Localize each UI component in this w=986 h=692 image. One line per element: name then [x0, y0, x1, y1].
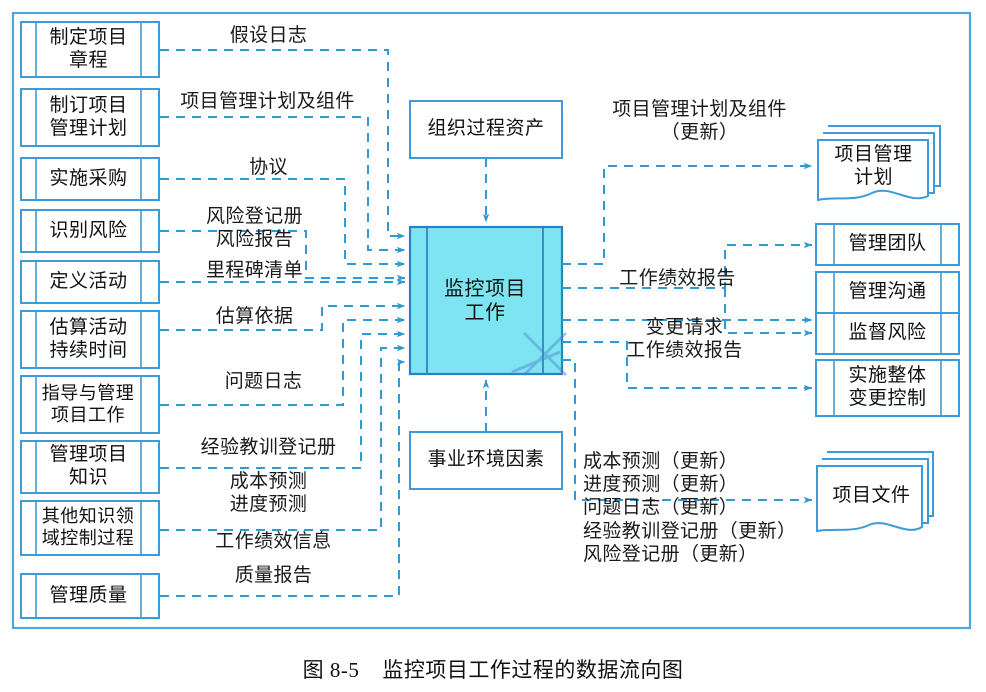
connector-o4 [724, 288, 813, 337]
connector-p2 [160, 116, 406, 254]
connector-p1 [160, 49, 406, 240]
flow-label-f9: 成本预测 进度预测 [229, 471, 308, 516]
output-box-o3 [815, 271, 960, 314]
connector-p8 [160, 330, 406, 469]
output-label-o2: 管理团队 [848, 233, 927, 255]
context-box-c2 [409, 431, 563, 490]
process-label-p4: 识别风险 [49, 219, 128, 241]
context-input-boxes [409, 100, 563, 490]
process-box-p10 [20, 573, 160, 619]
process-box-p3 [20, 157, 160, 201]
output-box-o5 [815, 359, 960, 417]
process-label-p10: 管理质量 [49, 584, 128, 606]
right-process-boxes [815, 223, 960, 417]
flow-label-f4: 风险登记册 风险报告 [205, 206, 303, 251]
connector-p3 [160, 178, 406, 268]
input-connectors [160, 49, 406, 597]
process-box-p2 [20, 88, 160, 147]
figure-frame [11, 11, 972, 630]
connector-o2 [562, 241, 813, 289]
output-flow-label-of2: 工作绩效报告 [619, 268, 736, 289]
connector-o1 [562, 162, 813, 265]
process-box-p8 [20, 440, 160, 494]
central-process-box [408, 225, 568, 377]
flow-label-f1: 假设日志 [229, 25, 308, 46]
process-label-p5: 定义活动 [49, 270, 128, 292]
context-label-c1: 组织过程资产 [427, 118, 545, 140]
connector-p7 [160, 316, 406, 406]
output-connectors [562, 162, 813, 504]
process-box-p4 [20, 209, 160, 253]
output-box-o4 [815, 312, 960, 355]
flow-label-f8: 经验教训登记册 [200, 437, 337, 458]
context-box-c1 [409, 100, 563, 159]
figure-caption: 图 8-5 监控项目工作过程的数据流向图 [302, 658, 684, 682]
connector-p10 [160, 358, 406, 597]
process-box-p5 [20, 260, 160, 304]
process-label-p6: 估算活动 持续时间 [49, 316, 128, 361]
flow-label-f2: 项目管理计划及组件 [180, 91, 355, 112]
output-box-o2 [815, 223, 960, 266]
central-process-label: 监控项目 工作 [444, 277, 526, 324]
output-label-o4: 监督风险 [848, 322, 927, 344]
connector-p6 [160, 302, 406, 331]
connector-p4 [160, 230, 406, 282]
document-stack-o1 [817, 125, 941, 202]
connector-o6 [562, 359, 813, 504]
output-flow-label-of1: 项目管理计划及组件 （更新） [612, 99, 787, 144]
flow-label-f3: 协议 [249, 157, 288, 178]
flow-label-f10: 工作绩效信息 [215, 531, 332, 552]
flow-label-f5: 里程碑清单 [205, 260, 303, 281]
process-label-p8: 管理项目 知识 [49, 444, 128, 488]
flow-label-f6: 估算依据 [215, 306, 294, 327]
output-label-o5: 实施整体 变更控制 [848, 365, 927, 409]
process-label-p9: 其他知识领 域控制过程 [41, 506, 135, 548]
output-label-o1: 项目管理 计划 [834, 144, 913, 188]
process-box-p7 [20, 375, 160, 434]
process-box-p1 [20, 21, 160, 78]
process-label-p3: 实施采购 [49, 167, 128, 189]
output-label-o6: 项目文件 [832, 484, 911, 506]
process-box-p9 [20, 500, 160, 556]
left-process-boxes [20, 21, 160, 619]
document-stack-o6 [816, 451, 934, 533]
output-flow-label-of4: 成本预测（更新） 进度预测（更新） 问题日志（更新） 经验教训登记册（更新） 风… [583, 451, 797, 565]
flow-label-f11: 质量报告 [234, 565, 313, 586]
flow-label-f7: 问题日志 [224, 371, 303, 392]
connector-p9 [160, 344, 406, 531]
process-label-p1: 制定项目 章程 [49, 26, 128, 71]
output-flow-label-of3: 变更请求 工作绩效报告 [626, 317, 743, 362]
output-label-o3: 管理沟通 [848, 281, 927, 303]
context-label-c2: 事业环境因素 [427, 449, 545, 471]
process-label-p2: 制订项目 管理计划 [49, 94, 128, 139]
connector-o5 [562, 341, 813, 392]
watermark-stroke [511, 331, 568, 377]
process-label-p7: 指导与管理 项目工作 [41, 382, 135, 425]
process-box-p6 [20, 310, 160, 369]
